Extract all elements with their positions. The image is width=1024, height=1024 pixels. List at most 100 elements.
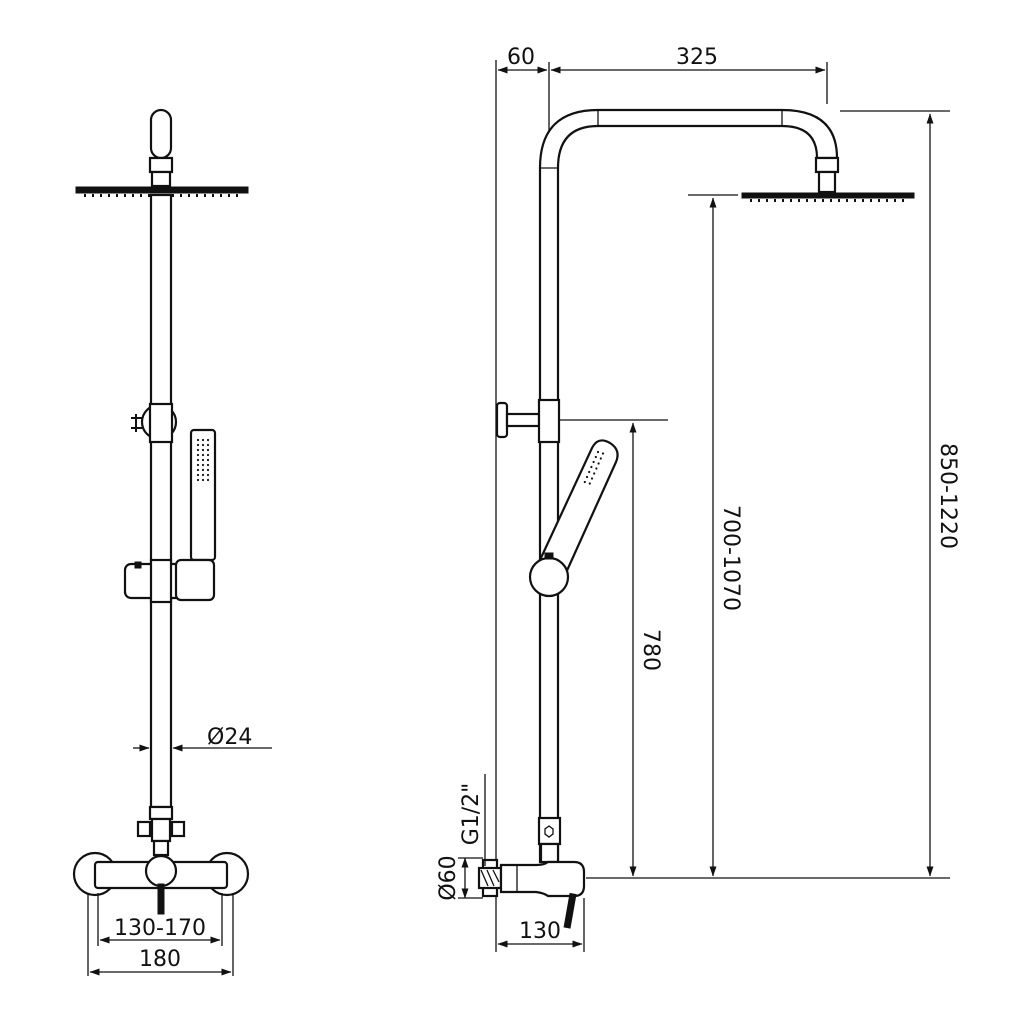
nozzle-dot xyxy=(790,199,792,202)
nozzle-dot xyxy=(585,475,589,479)
nozzle-dot xyxy=(782,199,784,202)
nozzle-dot xyxy=(766,199,768,202)
side-mixer-body xyxy=(499,860,586,898)
front-swivel-joint xyxy=(148,156,174,174)
side-holder-cap xyxy=(544,552,554,560)
nozzle-dot xyxy=(206,448,210,452)
front-holder-knob xyxy=(174,558,216,602)
dim-total-height-range: 850-1220 xyxy=(935,443,960,549)
front-holder-tab xyxy=(134,561,142,569)
front-head-connector xyxy=(150,170,172,188)
nozzle-dot xyxy=(830,199,832,202)
side-bracket-arm xyxy=(505,412,541,428)
nozzle-dot xyxy=(838,199,840,202)
side-hand-shower-nozzles xyxy=(583,450,605,485)
nozzle-dot xyxy=(902,199,904,202)
front-arm-top xyxy=(149,108,173,160)
front-diverter-left-knob xyxy=(136,820,152,838)
nozzle-dot xyxy=(846,199,848,202)
nozzle-dot xyxy=(206,458,210,462)
dim-mixer-depth: 130 xyxy=(519,919,561,944)
nozzle-dot xyxy=(593,472,596,475)
nozzle-dot xyxy=(196,438,200,442)
nozzle-dot xyxy=(201,443,205,447)
nozzle-dot xyxy=(599,457,602,460)
dim-head-height-range: 700-1070 xyxy=(718,505,743,611)
nozzle-dot xyxy=(206,473,210,477)
side-wall-plate xyxy=(495,401,509,439)
side-diverter-neck xyxy=(539,842,560,864)
side-inlet-hatch xyxy=(480,869,500,887)
nozzle-dot xyxy=(806,199,808,202)
nozzle-dot xyxy=(132,194,134,197)
nozzle-dot xyxy=(592,460,595,464)
nozzle-dot xyxy=(212,194,214,197)
nozzle-dot xyxy=(201,473,205,477)
front-hand-shower-nozzles xyxy=(196,438,210,482)
front-mixer-cartridge xyxy=(144,854,178,888)
side-bracket-clamp xyxy=(537,398,561,444)
nozzle-dot xyxy=(814,199,816,202)
nozzle-dot xyxy=(862,199,864,202)
nozzle-dot xyxy=(870,199,872,202)
side-hand-shower xyxy=(538,439,619,577)
front-lower-coupling xyxy=(148,805,174,821)
nozzle-dot xyxy=(196,443,200,447)
dim-holder-height: 780 xyxy=(638,629,663,671)
nozzle-dot xyxy=(596,450,600,454)
dim-total-width: 180 xyxy=(139,947,181,972)
nozzle-dot xyxy=(886,199,888,202)
side-view: 60 325 850-1220 700-1070 780 G1/2" Ø60 1… xyxy=(436,45,960,952)
nozzle-dot xyxy=(201,448,205,452)
nozzle-dot xyxy=(201,478,205,482)
dim-pipe-diameter: Ø24 xyxy=(207,725,252,750)
dim-flange-diameter: Ø60 xyxy=(436,855,461,900)
nozzle-dot xyxy=(196,468,200,472)
nozzle-dot xyxy=(774,199,776,202)
nozzle-dot xyxy=(206,463,210,467)
dim-thread-size: G1/2" xyxy=(459,783,484,846)
nozzle-dot xyxy=(196,478,200,482)
dim-wall-offset: 60 xyxy=(507,45,535,70)
nozzle-dot xyxy=(758,199,760,202)
side-slide-holder xyxy=(528,556,570,598)
side-mixer-lever xyxy=(563,892,577,929)
nozzle-dot xyxy=(140,194,142,197)
nozzle-dot xyxy=(594,455,597,459)
front-diverter-neck xyxy=(152,839,170,857)
front-diverter-body xyxy=(150,817,172,843)
front-holder-pipe-section xyxy=(149,558,173,604)
front-bracket-screw xyxy=(131,414,142,432)
dim-arm-length: 325 xyxy=(676,45,718,70)
nozzle-dot xyxy=(172,194,174,197)
side-head-nozzles xyxy=(750,199,904,202)
front-diverter-right-knob xyxy=(170,820,186,838)
nozzle-dot xyxy=(196,448,200,452)
dim-spacing-range: 130-170 xyxy=(114,916,206,941)
nozzle-dot xyxy=(196,194,198,197)
nozzle-dot xyxy=(750,199,752,202)
nozzle-dot xyxy=(124,194,126,197)
nozzle-dot xyxy=(595,467,598,470)
nozzle-dot xyxy=(201,453,205,457)
nozzle-dot xyxy=(597,462,600,465)
nozzle-dot xyxy=(601,452,605,455)
nozzle-dot xyxy=(196,473,200,477)
nozzle-dot xyxy=(84,194,86,197)
side-hex-nut xyxy=(544,825,554,838)
nozzle-dot xyxy=(206,443,210,447)
nozzle-dot xyxy=(196,458,200,462)
nozzle-dot xyxy=(201,438,205,442)
nozzle-dot xyxy=(204,194,206,197)
nozzle-dot xyxy=(822,199,824,202)
nozzle-dot xyxy=(188,194,190,197)
nozzle-dot xyxy=(92,194,94,197)
nozzle-dot xyxy=(220,194,222,197)
nozzle-dot xyxy=(590,477,594,480)
side-lower-coupling xyxy=(537,816,562,846)
front-bracket-clamp xyxy=(148,402,174,444)
nozzle-dot xyxy=(201,463,205,467)
nozzle-dot xyxy=(894,199,896,202)
nozzle-dot xyxy=(206,453,210,457)
